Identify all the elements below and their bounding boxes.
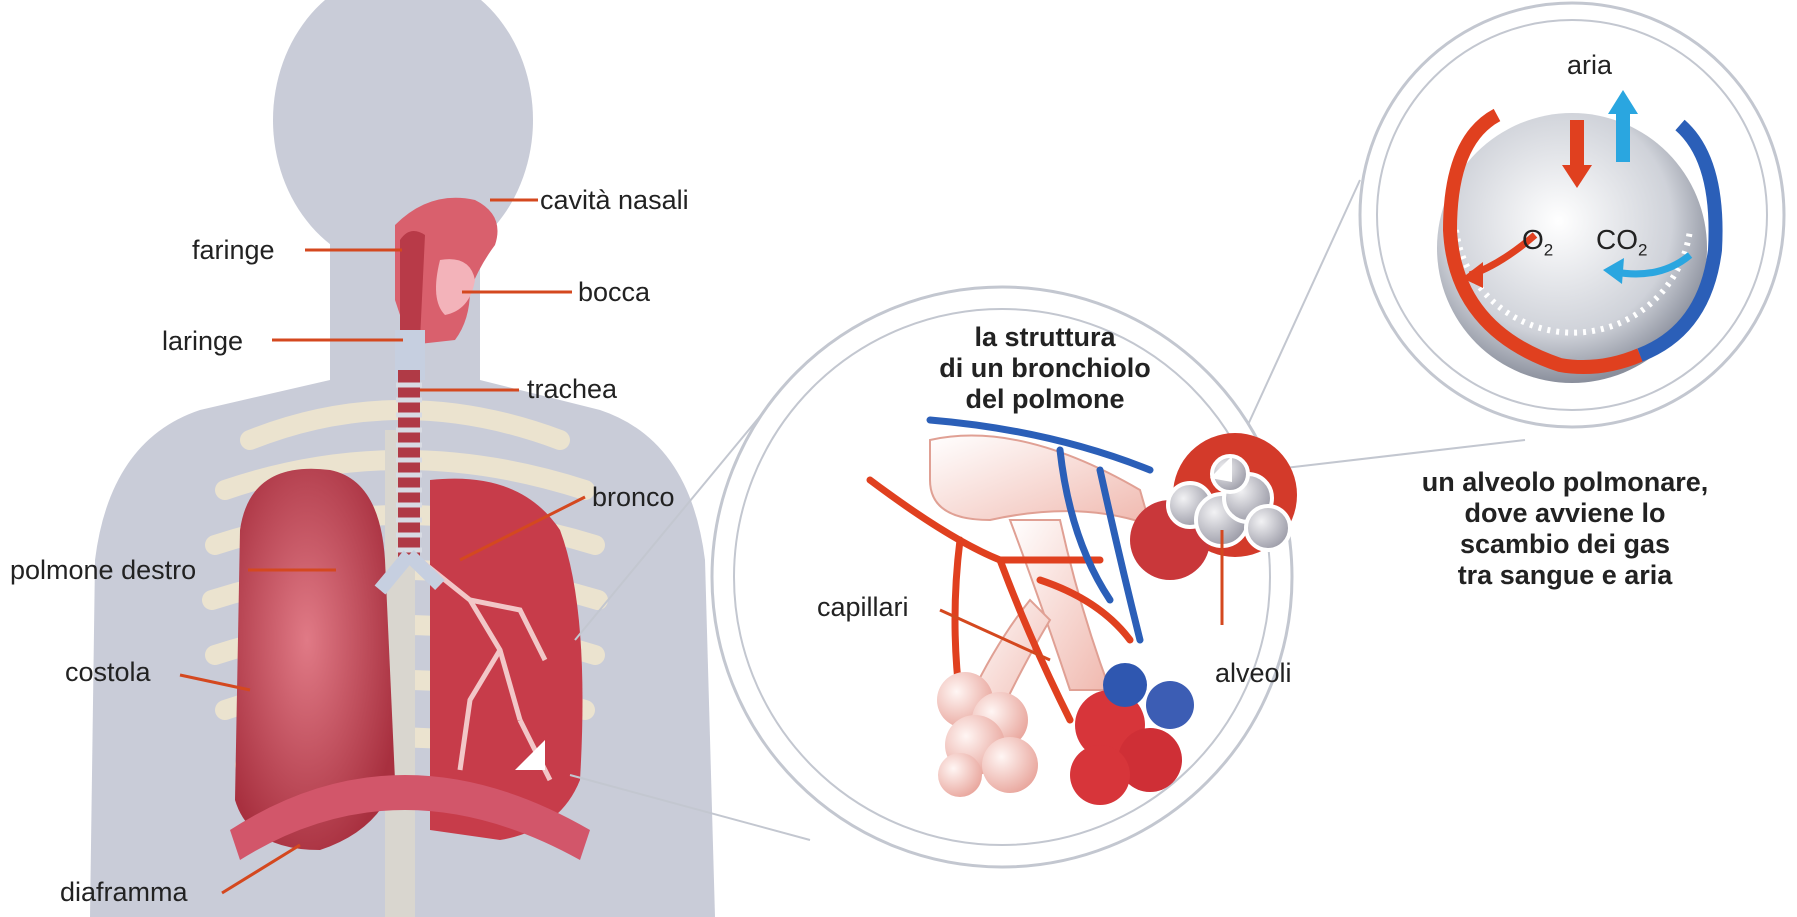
co2-formula: CO2 [1596,224,1647,261]
label-trachea: trachea [527,374,617,405]
o2-formula: O2 [1522,224,1553,261]
bronchiole-title-line-1: la struttura [935,322,1155,353]
label-air: aria [1567,50,1612,81]
alveolus-caption-line-1: un alveolo polmonare, [1395,467,1735,498]
label-rib: costola [65,657,151,688]
label-larynx: laringe [162,326,243,357]
alveolus-caption-line-2: dove avviene lo [1395,498,1735,529]
bronchiole-title: la struttura di un bronchiolo del polmon… [935,322,1155,415]
co2-sub: 2 [1638,241,1647,260]
o2-sub: 2 [1544,241,1553,260]
co2-main: CO [1596,224,1638,255]
label-alveoli: alveoli [1215,658,1292,689]
label-pharynx: faringe [192,235,275,266]
bronchiole-title-line-2: di un bronchiolo [935,353,1155,384]
bronchiole-title-line-3: del polmone [935,384,1155,415]
alveolus-caption-line-4: tra sangue e aria [1395,560,1735,591]
label-nasal-cavities: cavità nasali [540,185,689,216]
label-bronchus: bronco [592,482,675,513]
alveolus-caption-line-3: scambio dei gas [1395,529,1735,560]
o2-main: O [1522,224,1544,255]
label-diaphragm: diaframma [60,877,188,908]
label-right-lung: polmone destro [10,555,196,586]
alveolus-caption: un alveolo polmonare, dove avviene lo sc… [1395,467,1735,591]
label-capillaries: capillari [817,592,909,623]
label-mouth: bocca [578,277,650,308]
